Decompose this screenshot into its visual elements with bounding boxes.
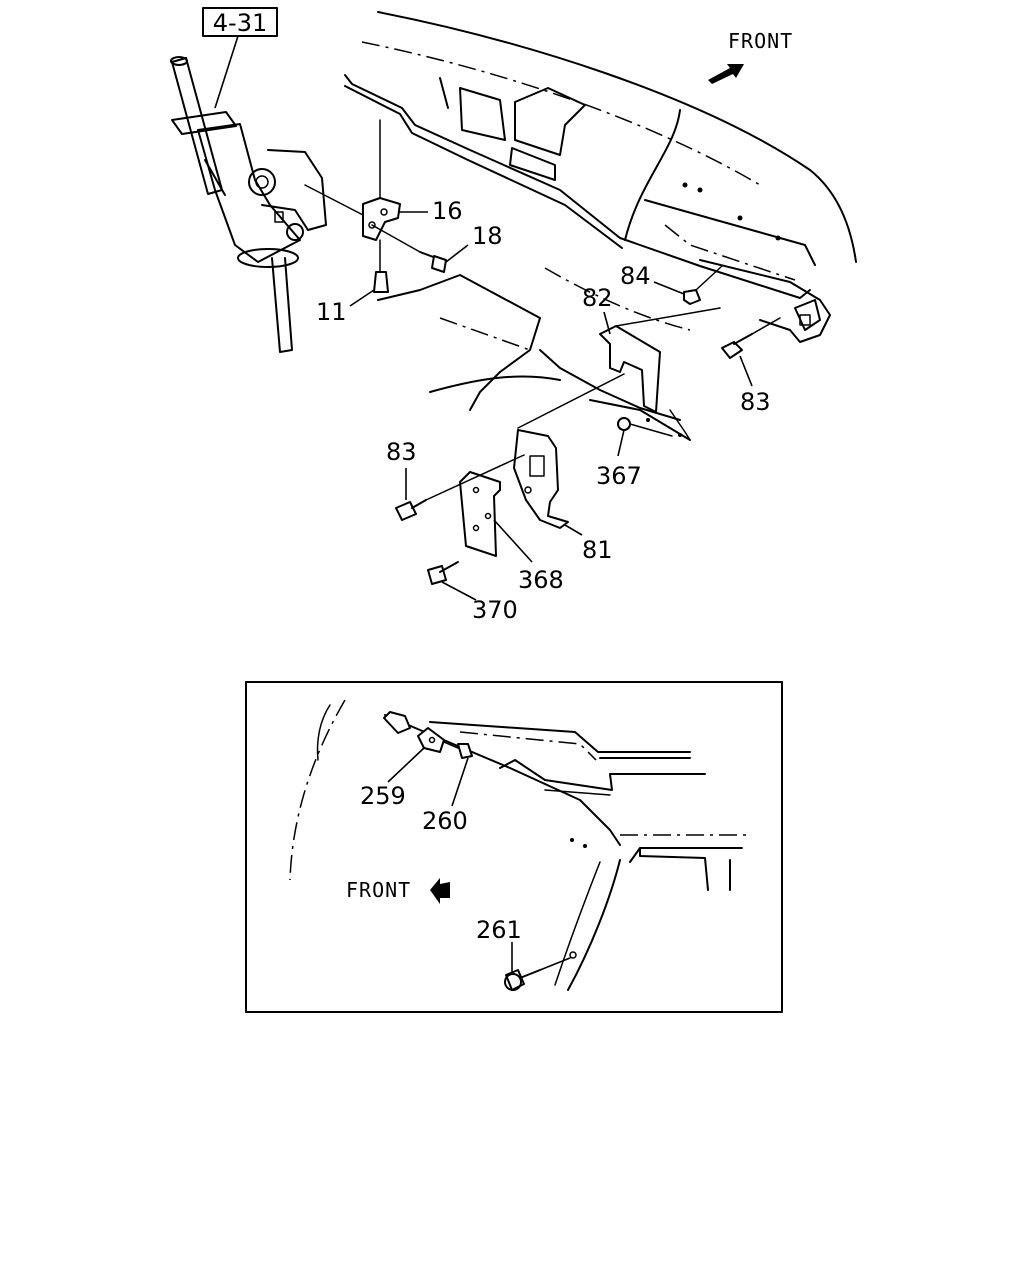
part-81-bracket <box>513 373 625 536</box>
part-370-bolt <box>427 561 477 601</box>
part-84-nut <box>653 265 723 305</box>
front-label-inset: FRONT <box>346 878 411 902</box>
callout-367: 367 <box>596 462 642 490</box>
front-arrow-inset-icon <box>430 878 450 904</box>
reference-box-label: 4-31 <box>213 9 267 37</box>
callout-83-left: 83 <box>386 438 417 466</box>
callout-82: 82 <box>582 284 613 312</box>
callout-81: 81 <box>582 536 613 564</box>
callout-370: 370 <box>472 596 518 624</box>
callout-18: 18 <box>472 222 503 250</box>
callout-83-right: 83 <box>740 388 771 416</box>
reference-box: 4-31 <box>202 7 278 109</box>
inset-detail: FRONT 259 260 261 <box>245 681 783 1013</box>
callout-260: 260 <box>422 807 468 835</box>
part-82-bracket <box>599 307 721 413</box>
callout-259: 259 <box>360 782 406 810</box>
front-arrow-icon <box>708 64 744 84</box>
part-367-nut <box>617 417 673 457</box>
steering-column <box>170 56 327 353</box>
part-18-bolt <box>371 224 469 273</box>
floor-frame <box>377 267 691 441</box>
callout-368: 368 <box>518 566 564 594</box>
part-11-bolt <box>349 239 389 307</box>
front-label-top: FRONT <box>728 29 793 53</box>
part-83-bolt-right <box>721 317 781 387</box>
callout-261: 261 <box>476 916 522 944</box>
part-83-bolt-left <box>395 454 525 521</box>
callout-84: 84 <box>620 262 651 290</box>
callout-16: 16 <box>432 197 463 225</box>
part-16-bracket <box>304 119 428 241</box>
callout-11: 11 <box>316 298 347 326</box>
part-368-bracket <box>459 471 533 563</box>
dashboard-structure <box>344 11 857 343</box>
front-indicator-top: FRONT <box>708 29 793 84</box>
